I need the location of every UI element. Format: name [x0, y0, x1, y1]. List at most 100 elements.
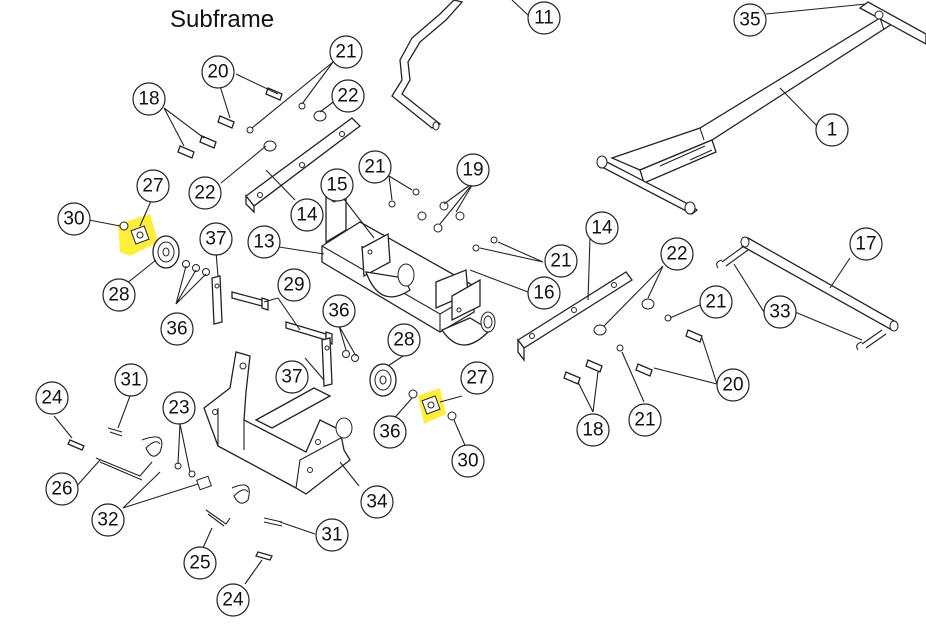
callout-21-b-label: 21 [364, 157, 385, 178]
callout-35: 35 [733, 3, 767, 37]
callout-27-b: 27 [460, 361, 494, 395]
callout-36-b-label: 36 [328, 301, 349, 322]
callout-23: 23 [162, 391, 196, 425]
callout-31-b: 31 [315, 518, 349, 552]
callout-16-label: 16 [533, 283, 554, 304]
callout-32-label: 32 [97, 510, 118, 531]
callout-11-label: 11 [534, 8, 554, 29]
callout-29: 29 [277, 268, 311, 302]
callout-18-b-label: 18 [582, 420, 603, 441]
callout-37-a: 37 [199, 222, 233, 256]
callout-21-c: 21 [544, 244, 578, 278]
callout-35-label: 35 [739, 10, 760, 31]
callout-25: 25 [183, 546, 217, 580]
callout-25-label: 25 [189, 553, 210, 574]
callout-13-label: 13 [253, 232, 274, 253]
callout-14-b-label: 14 [591, 218, 613, 239]
callout-17: 17 [849, 227, 883, 261]
callout-28-a: 28 [102, 278, 136, 312]
callout-24-a-label: 24 [41, 388, 63, 409]
callout-21-b: 21 [358, 150, 392, 184]
callout-14-a-label: 14 [296, 205, 318, 226]
callout-11: 11 [527, 1, 561, 35]
lower-left-hardware [67, 427, 283, 561]
callout-28-b: 28 [387, 323, 421, 357]
callout-37-b: 37 [275, 360, 309, 394]
callout-29-label: 29 [283, 275, 304, 296]
callout-1-label: 1 [827, 120, 838, 141]
callout-14-a: 14 [290, 198, 324, 232]
right-wheel-assembly [321, 337, 457, 424]
callout-32: 32 [91, 503, 125, 537]
callout-22-b-label: 22 [194, 183, 215, 204]
callout-21-a-label: 21 [335, 42, 356, 63]
part-33-pins [716, 245, 887, 351]
callout-19: 19 [456, 153, 490, 187]
callout-36-c-label: 36 [379, 422, 400, 443]
callout-23-label: 23 [168, 398, 189, 419]
callout-28-a-label: 28 [108, 285, 129, 306]
upper-left-hardware [177, 87, 327, 159]
callout-36-b: 36 [322, 294, 356, 328]
callout-19-label: 19 [462, 160, 483, 181]
callout-24-b-label: 24 [222, 590, 244, 611]
callout-20-a: 20 [201, 55, 235, 89]
diagram-title: Subframe [170, 6, 275, 33]
callout-21-a: 21 [329, 35, 363, 69]
mid-hardware [388, 188, 498, 252]
callout-36-a-label: 36 [166, 319, 187, 340]
leader-lines [53, 0, 867, 585]
callout-18-a-label: 18 [138, 89, 159, 110]
callout-36-c: 36 [373, 415, 407, 449]
callout-15-label: 15 [326, 175, 347, 196]
callout-20-b: 20 [716, 368, 750, 402]
callout-27-a-label: 27 [142, 176, 163, 197]
callout-27-a: 27 [136, 169, 170, 203]
callout-33: 33 [763, 295, 797, 329]
callout-20-a-label: 20 [207, 62, 228, 83]
callout-24-b: 24 [216, 583, 250, 617]
callout-22-a: 22 [331, 79, 365, 113]
callout-36-a: 36 [160, 312, 194, 346]
callout-17-label: 17 [855, 234, 876, 255]
right-hardware [563, 298, 703, 385]
callout-1: 1 [815, 113, 849, 147]
callout-30-b: 30 [451, 444, 485, 478]
callout-33-label: 33 [769, 302, 790, 323]
callout-21-d-label: 21 [705, 292, 726, 313]
callout-34-label: 34 [366, 492, 388, 513]
callout-22-c-label: 22 [666, 244, 687, 265]
callout-27-b-label: 27 [466, 368, 487, 389]
callout-15: 15 [320, 168, 354, 202]
part-11-handle [391, 0, 464, 131]
part-17-rod [740, 236, 899, 332]
callout-30-b-label: 30 [457, 451, 478, 472]
callout-37-b-label: 37 [281, 367, 302, 388]
callout-21-e-label: 21 [634, 410, 655, 431]
callout-31-a: 31 [114, 363, 148, 397]
part-34-deck-bracket [203, 351, 353, 495]
callout-22-a-label: 22 [337, 86, 358, 107]
part-14-plate-left [245, 117, 361, 214]
part-37-29-left [211, 275, 333, 345]
callout-22-b: 22 [188, 176, 222, 210]
callout-26-label: 26 [51, 479, 72, 500]
callout-14-b: 14 [585, 211, 619, 245]
callout-21-d: 21 [699, 285, 733, 319]
left-wheel-assembly [118, 214, 210, 276]
callout-30-a: 30 [57, 202, 91, 236]
callout-24-a: 24 [35, 381, 69, 415]
callout-18-b: 18 [576, 413, 610, 447]
callout-31-a-label: 31 [120, 370, 141, 391]
part-14-plate-right [517, 271, 633, 362]
callout-20-b-label: 20 [722, 375, 743, 396]
callout-18-a: 18 [132, 82, 166, 116]
callout-16: 16 [527, 276, 561, 310]
part-1-frame [596, 1, 926, 215]
callout-34: 34 [360, 485, 394, 519]
callout-37-a-label: 37 [205, 229, 226, 250]
callout-22-c: 22 [660, 237, 694, 271]
callout-26: 26 [45, 472, 79, 506]
callout-21-c-label: 21 [550, 251, 571, 272]
